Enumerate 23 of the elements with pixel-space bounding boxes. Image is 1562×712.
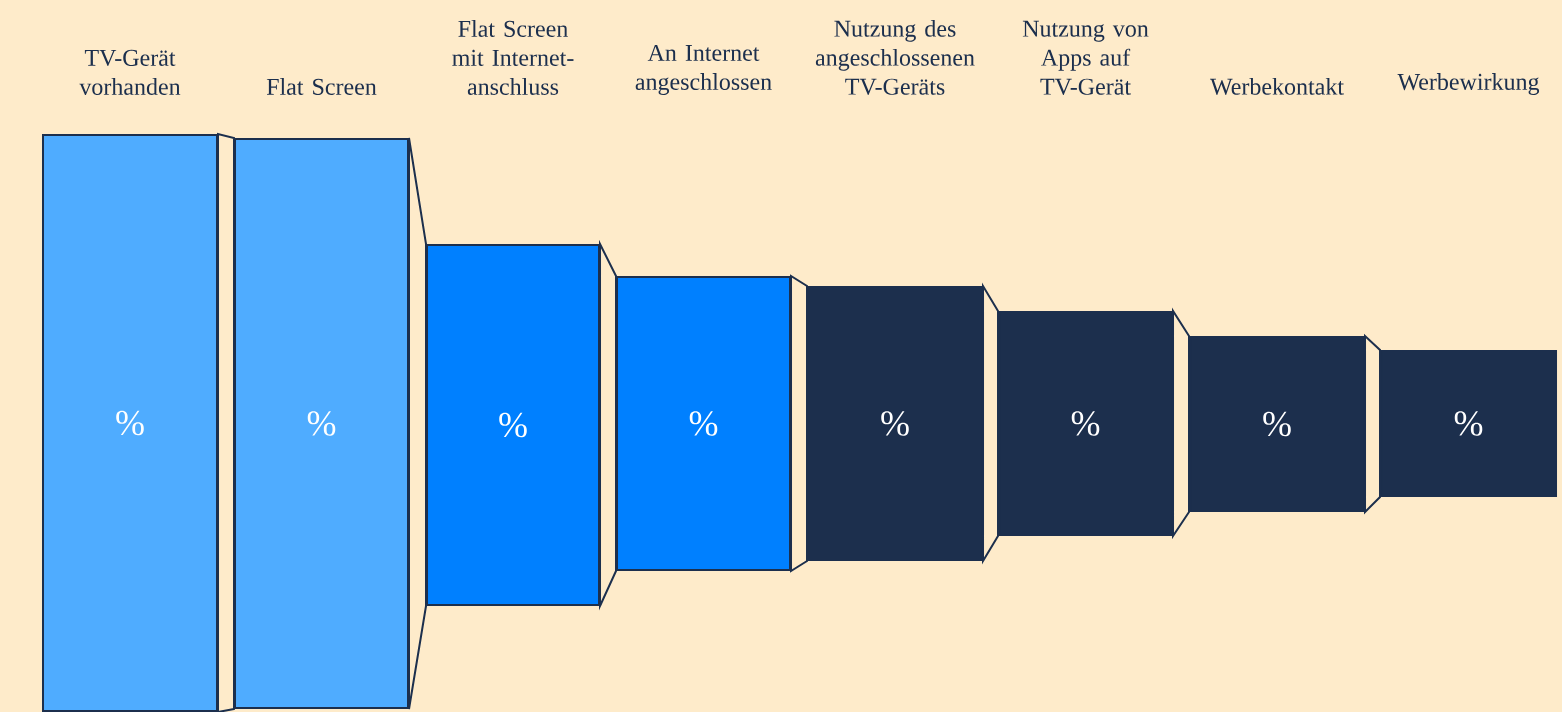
column-heading: Flat Screen (266, 78, 377, 95)
funnel-bar: % (1189, 336, 1365, 512)
funnel-bar: % (234, 138, 409, 709)
column-heading: Werbekontakt (1210, 77, 1344, 95)
funnel-bar: % (42, 134, 218, 712)
funnel-connector (790, 274, 808, 573)
funnel-connector (982, 282, 999, 565)
funnel-bar: % (426, 244, 600, 606)
funnel-bar: % (616, 276, 791, 571)
column-heading: Flat Screen mit Internet-anschluss (452, 20, 574, 95)
column-heading: Nutzung von Apps auf TV-Gerät (1022, 20, 1149, 95)
funnel-connector (217, 132, 235, 712)
column-heading: Werbewirkung (1397, 73, 1540, 95)
column-heading: TV-Gerät vorhanden (79, 49, 181, 95)
column-heading: An Internet angeschlossen (635, 44, 772, 95)
funnel-connector (408, 137, 427, 710)
column-heading: Nutzung des angeschlossenen TV-Geräts (815, 19, 975, 95)
funnel-bar: % (807, 286, 983, 561)
funnel-bar: % (1380, 350, 1557, 497)
funnel-bar: % (998, 311, 1173, 536)
funnel-connector (599, 239, 617, 611)
funnel-connector (1172, 307, 1190, 540)
funnel-connector (1364, 333, 1381, 515)
